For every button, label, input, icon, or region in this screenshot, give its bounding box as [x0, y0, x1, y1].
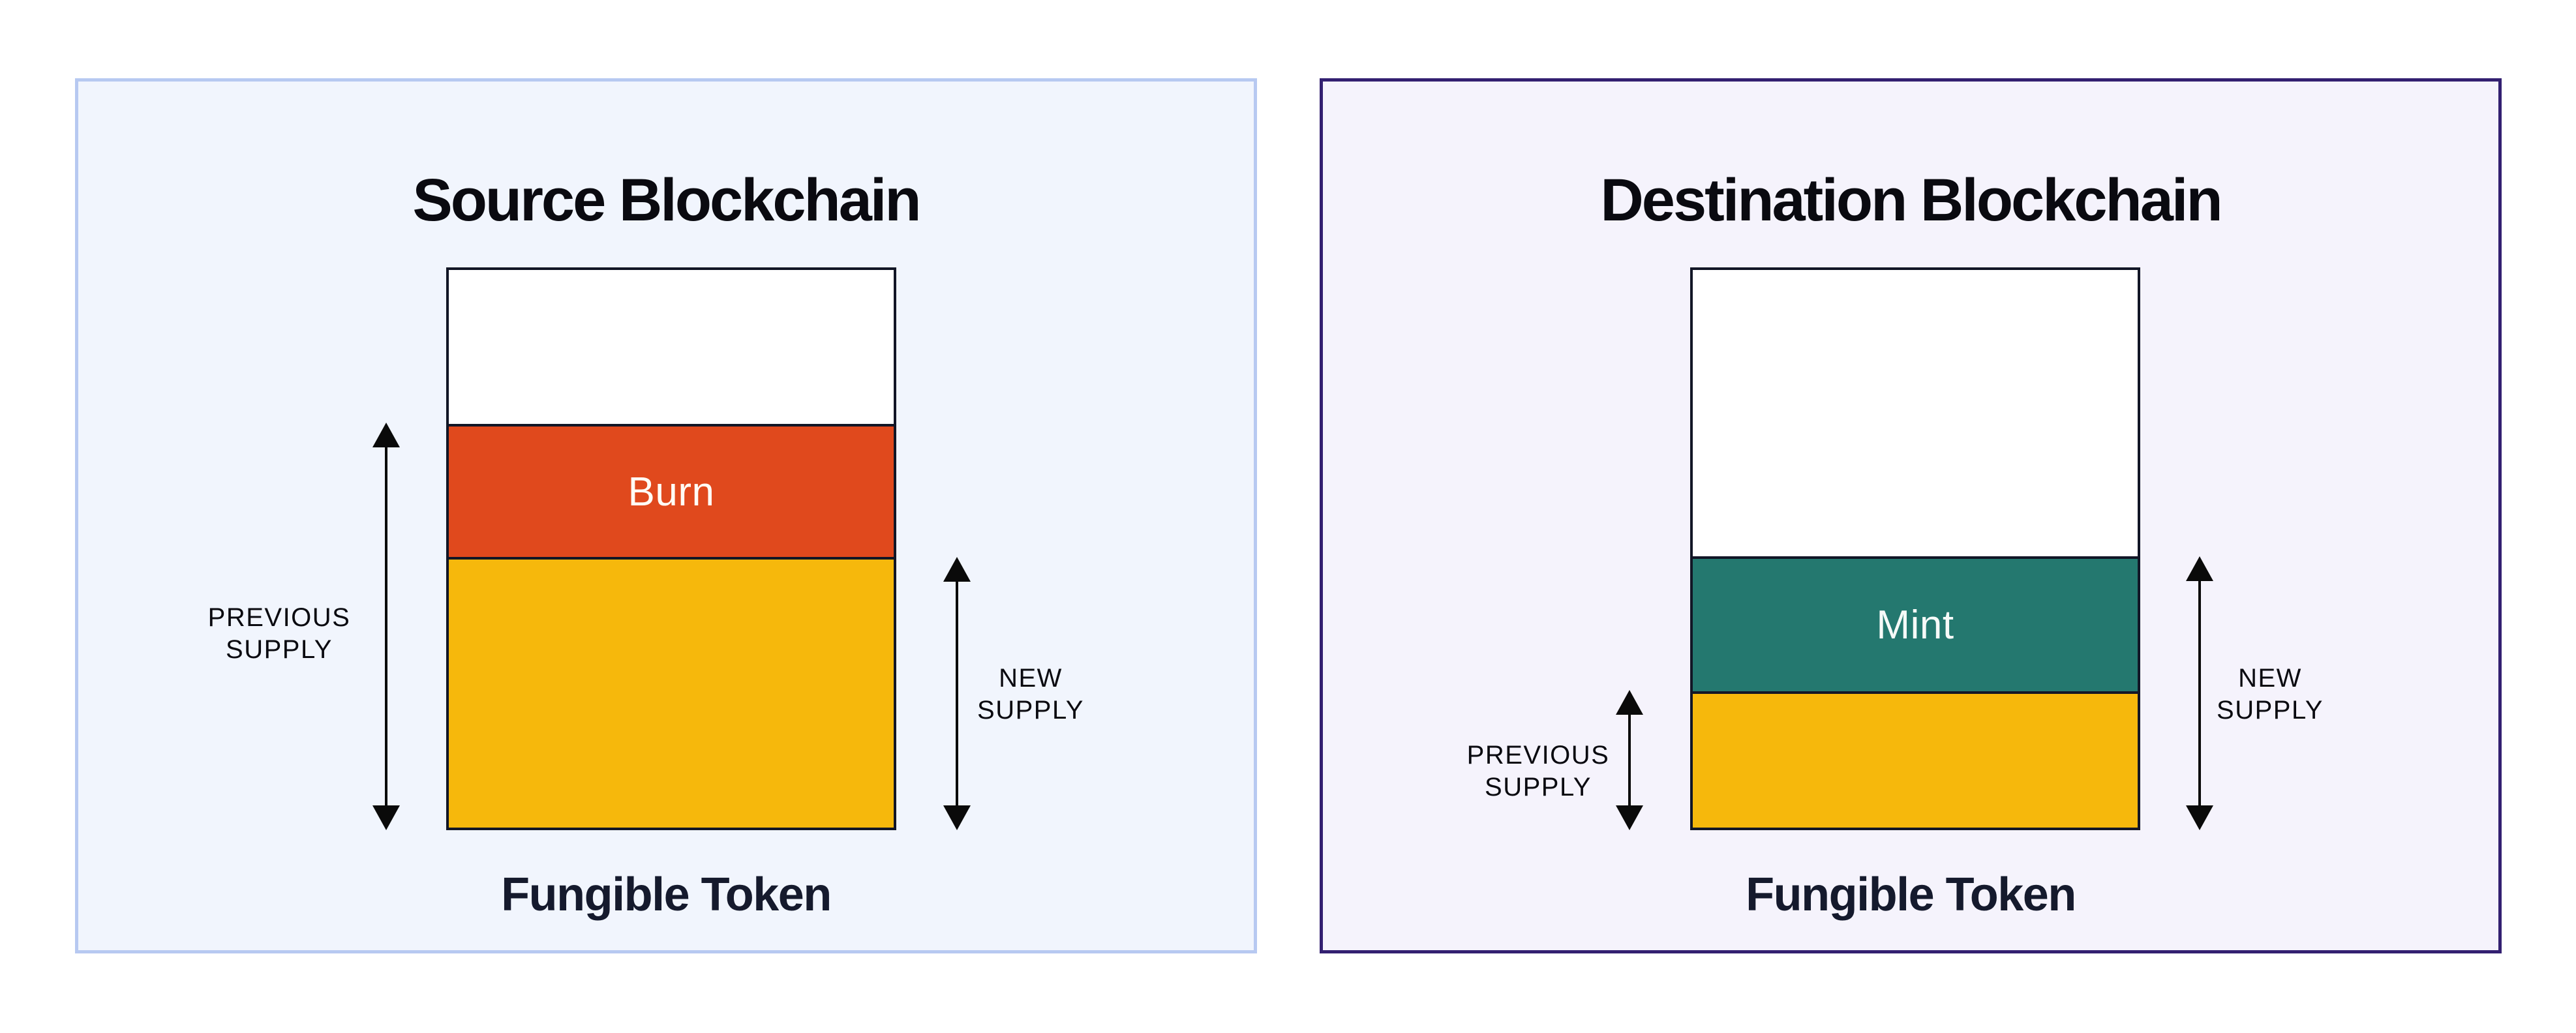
arrow-shaft [1628, 710, 1631, 811]
fungible-token-caption: Fungible Token [1746, 869, 2076, 921]
destination-blockchain-panel: Destination Blockchain Mint PREVIOUS SUP… [1320, 78, 2502, 953]
bar-section-burn: Burn [449, 424, 894, 557]
arrow-down-icon [943, 805, 971, 830]
previous-supply-label: PREVIOUS SUPPLY [207, 603, 351, 664]
previous-supply-arrow [372, 423, 400, 830]
new-supply-arrow [943, 557, 971, 830]
burn-label: Burn [628, 469, 715, 515]
bar-section-untouched [449, 270, 894, 424]
panel-title: Source Blockchain [412, 167, 921, 233]
bar-section-remaining [449, 557, 894, 828]
arrow-shaft [956, 576, 958, 811]
token-supply-bar: Burn [446, 267, 896, 830]
arrow-down-icon [2186, 805, 2213, 830]
new-supply-arrow [2186, 556, 2213, 830]
new-supply-label: NEW SUPPLY [2217, 664, 2324, 725]
previous-supply-arrow [1616, 690, 1643, 830]
token-supply-bar: Mint [1690, 267, 2140, 830]
arrow-shaft [2198, 576, 2201, 811]
arrow-down-icon [1616, 805, 1643, 830]
arrow-shaft [385, 442, 387, 811]
source-blockchain-panel: Source Blockchain Burn PREVIOUS SUPPLY N… [75, 78, 1257, 953]
fungible-token-caption: Fungible Token [501, 869, 832, 921]
mint-label: Mint [1876, 603, 1954, 648]
bar-section-unfilled [1693, 270, 2138, 556]
panel-title: Destination Blockchain [1600, 167, 2222, 233]
bar-section-previous [1693, 691, 2138, 828]
arrow-down-icon [372, 805, 400, 830]
new-supply-label: NEW SUPPLY [977, 664, 1084, 725]
previous-supply-label: PREVIOUS SUPPLY [1466, 741, 1610, 801]
bar-section-mint: Mint [1693, 556, 2138, 691]
